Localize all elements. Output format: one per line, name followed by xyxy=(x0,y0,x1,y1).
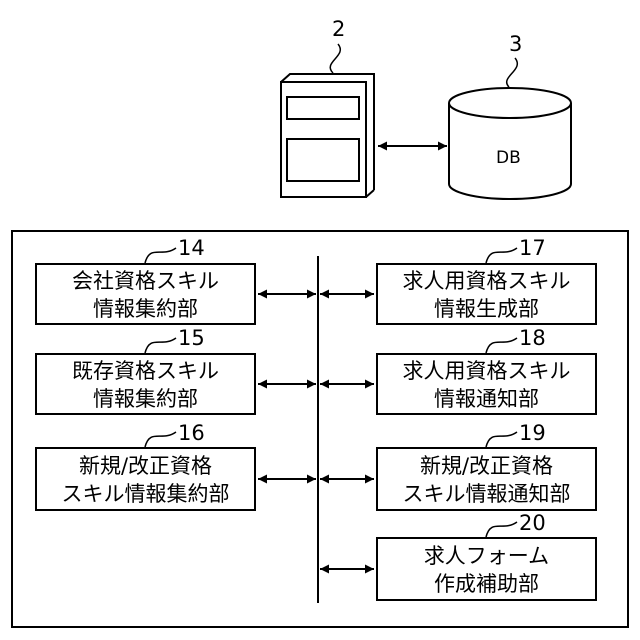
block-17-line2: 情報生成部 xyxy=(434,297,539,321)
leader-19 xyxy=(486,432,517,447)
ref-20: 20 xyxy=(519,511,546,535)
block-15-line1: 既存資格スキル xyxy=(72,359,219,383)
leader-14 xyxy=(145,248,176,263)
block-18-line2: 情報通知部 xyxy=(434,387,539,411)
ref-15: 15 xyxy=(178,326,205,350)
leader-20 xyxy=(486,522,517,537)
leader-2 xyxy=(330,44,340,73)
ref-3: 3 xyxy=(509,32,522,56)
ref-17: 17 xyxy=(519,236,546,260)
block-16-line2: スキル情報集約部 xyxy=(62,482,230,506)
block-19-line2: スキル情報通知部 xyxy=(403,482,571,506)
ref-18: 18 xyxy=(519,326,546,350)
ref-14: 14 xyxy=(178,236,205,260)
leader-15 xyxy=(145,338,176,353)
leader-17 xyxy=(486,248,517,263)
leader-18 xyxy=(486,338,517,353)
block-19-line1: 新規/改正資格 xyxy=(420,454,553,478)
leader-3 xyxy=(507,58,518,87)
db-label: DB xyxy=(496,148,521,168)
ref-19: 19 xyxy=(519,421,546,445)
leader-16 xyxy=(145,432,176,447)
ref-16: 16 xyxy=(178,421,205,445)
server-side-edge xyxy=(366,190,374,197)
block-14-line1: 会社資格スキル xyxy=(72,269,219,293)
block-20-line2: 作成補助部 xyxy=(434,572,539,596)
db-top xyxy=(449,88,571,118)
block-15-line2: 情報集約部 xyxy=(93,387,198,411)
ref-2: 2 xyxy=(332,17,345,41)
block-16-line1: 新規/改正資格 xyxy=(79,454,212,478)
block-14-line2: 情報集約部 xyxy=(93,297,198,321)
database-cylinder xyxy=(449,88,571,199)
block-17-line1: 求人用資格スキル xyxy=(403,269,571,293)
server-unit xyxy=(281,74,374,197)
block-18-line1: 求人用資格スキル xyxy=(403,359,571,383)
block-20-line1: 求人フォーム xyxy=(424,544,549,568)
